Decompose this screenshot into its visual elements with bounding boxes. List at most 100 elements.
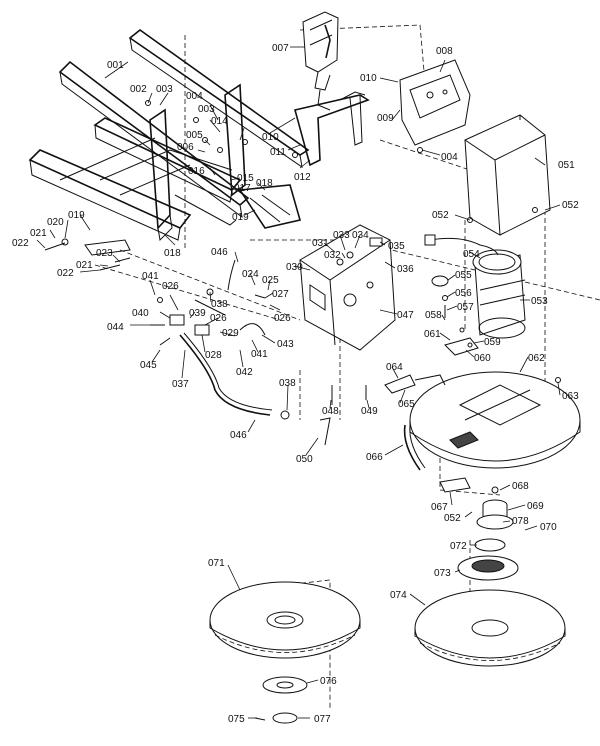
callout-058: 058: [425, 310, 442, 321]
callout-006: 006: [177, 142, 194, 153]
callout-001: 001: [107, 60, 124, 71]
callout-059: 059: [484, 337, 501, 348]
callout-077: 077: [314, 714, 331, 725]
callout-047: 047: [397, 310, 414, 321]
callout-074: 074: [390, 590, 407, 601]
callout-014: 014: [211, 116, 228, 127]
callout-027: 027: [272, 289, 289, 300]
callout-053: 053: [531, 296, 548, 307]
deck-062: [409, 371, 581, 469]
callout-010: 010: [360, 73, 377, 84]
callout-039: 039: [189, 308, 206, 319]
callout-016: 016: [188, 166, 205, 177]
callout-008: 008: [436, 46, 453, 57]
callout-073: 073: [434, 568, 451, 579]
callout-045: 045: [140, 360, 157, 371]
callout-015: 015: [237, 173, 254, 184]
callout-labels: 001 002 003 004 003 014 005 006 007 008 …: [12, 43, 579, 725]
callout-005: 005: [186, 130, 203, 141]
hub-assembly-068-078: [474, 486, 514, 552]
fittings-033-035: [336, 237, 383, 266]
callout-051: 051: [558, 160, 575, 171]
bumper-066: [403, 424, 426, 471]
callout-068: 068: [512, 481, 529, 492]
callout-030: 030: [286, 262, 303, 273]
callout-038: 038: [279, 378, 296, 389]
bracket-011: [294, 91, 370, 167]
drive-plate-073: [457, 555, 519, 581]
callout-052: 052: [432, 210, 449, 221]
callout-022: 022: [57, 268, 74, 279]
callout-007: 007: [272, 43, 289, 54]
callout-018: 018: [256, 178, 273, 189]
cover-051: [464, 114, 551, 236]
cable-054: [424, 234, 499, 256]
callout-076: 076: [320, 676, 337, 687]
callout-042: 042: [236, 367, 253, 378]
callout-049: 049: [361, 406, 378, 417]
callout-033: 033: [333, 230, 350, 241]
callout-036: 036: [397, 264, 414, 275]
callout-038: 038: [211, 299, 228, 310]
callout-017: 017: [234, 183, 251, 194]
callout-048: 048: [322, 406, 339, 417]
callout-037: 037: [172, 379, 189, 390]
callout-025: 025: [262, 275, 279, 286]
callout-041: 041: [142, 271, 159, 282]
callout-029: 029: [222, 328, 239, 339]
callout-010: 010: [262, 132, 279, 143]
callout-004: 004: [186, 91, 203, 102]
brackets-064-065: [384, 374, 446, 394]
callout-032: 032: [324, 250, 341, 261]
callout-046: 046: [230, 430, 247, 441]
left-hardware-019-023: [44, 238, 131, 271]
actuator-007: [302, 11, 339, 111]
callout-054: 054: [463, 249, 480, 260]
callout-019: 019: [68, 210, 85, 221]
chassis-036: [299, 224, 396, 351]
callout-055: 055: [455, 270, 472, 281]
plate-008: [399, 59, 471, 146]
callout-044: 044: [107, 322, 124, 333]
callout-061: 061: [424, 329, 441, 340]
callout-004: 004: [441, 152, 458, 163]
bracket-067: [439, 477, 471, 493]
callout-046: 046: [211, 247, 228, 258]
callout-021: 021: [30, 228, 47, 239]
callout-065: 065: [398, 399, 415, 410]
callout-002: 002: [130, 84, 147, 95]
left-frame-assembly: [28, 83, 302, 242]
callout-011: 011: [270, 147, 286, 158]
callout-052: 052: [562, 200, 579, 211]
callout-018: 018: [164, 248, 181, 259]
callout-052: 052: [444, 513, 461, 524]
callout-031: 031: [312, 238, 329, 249]
callout-028: 028: [205, 350, 222, 361]
callout-026: 026: [210, 313, 227, 324]
callout-069: 069: [527, 501, 544, 512]
callout-023: 023: [96, 248, 113, 259]
parts-048-050: [280, 385, 367, 446]
callout-003: 003: [198, 104, 215, 115]
callout-060: 060: [474, 353, 491, 364]
callout-026: 026: [162, 281, 179, 292]
callout-075: 075: [228, 714, 245, 725]
callout-066: 066: [366, 452, 383, 463]
callout-026: 026: [274, 313, 291, 324]
callout-035: 035: [388, 241, 405, 252]
callout-009: 009: [377, 113, 394, 124]
callout-050: 050: [296, 454, 313, 465]
callout-040: 040: [132, 308, 149, 319]
callout-064: 064: [386, 362, 403, 373]
callout-012: 012: [294, 172, 311, 183]
callout-056: 056: [455, 288, 472, 299]
callout-022: 022: [12, 238, 29, 249]
callout-070: 070: [540, 522, 557, 533]
callout-063: 063: [562, 391, 579, 402]
callout-072: 072: [450, 541, 467, 552]
centering-parts-075-077: [254, 676, 308, 724]
callout-057: 057: [457, 302, 474, 313]
callout-071: 071: [208, 558, 225, 569]
fasteners-top: [145, 100, 561, 383]
